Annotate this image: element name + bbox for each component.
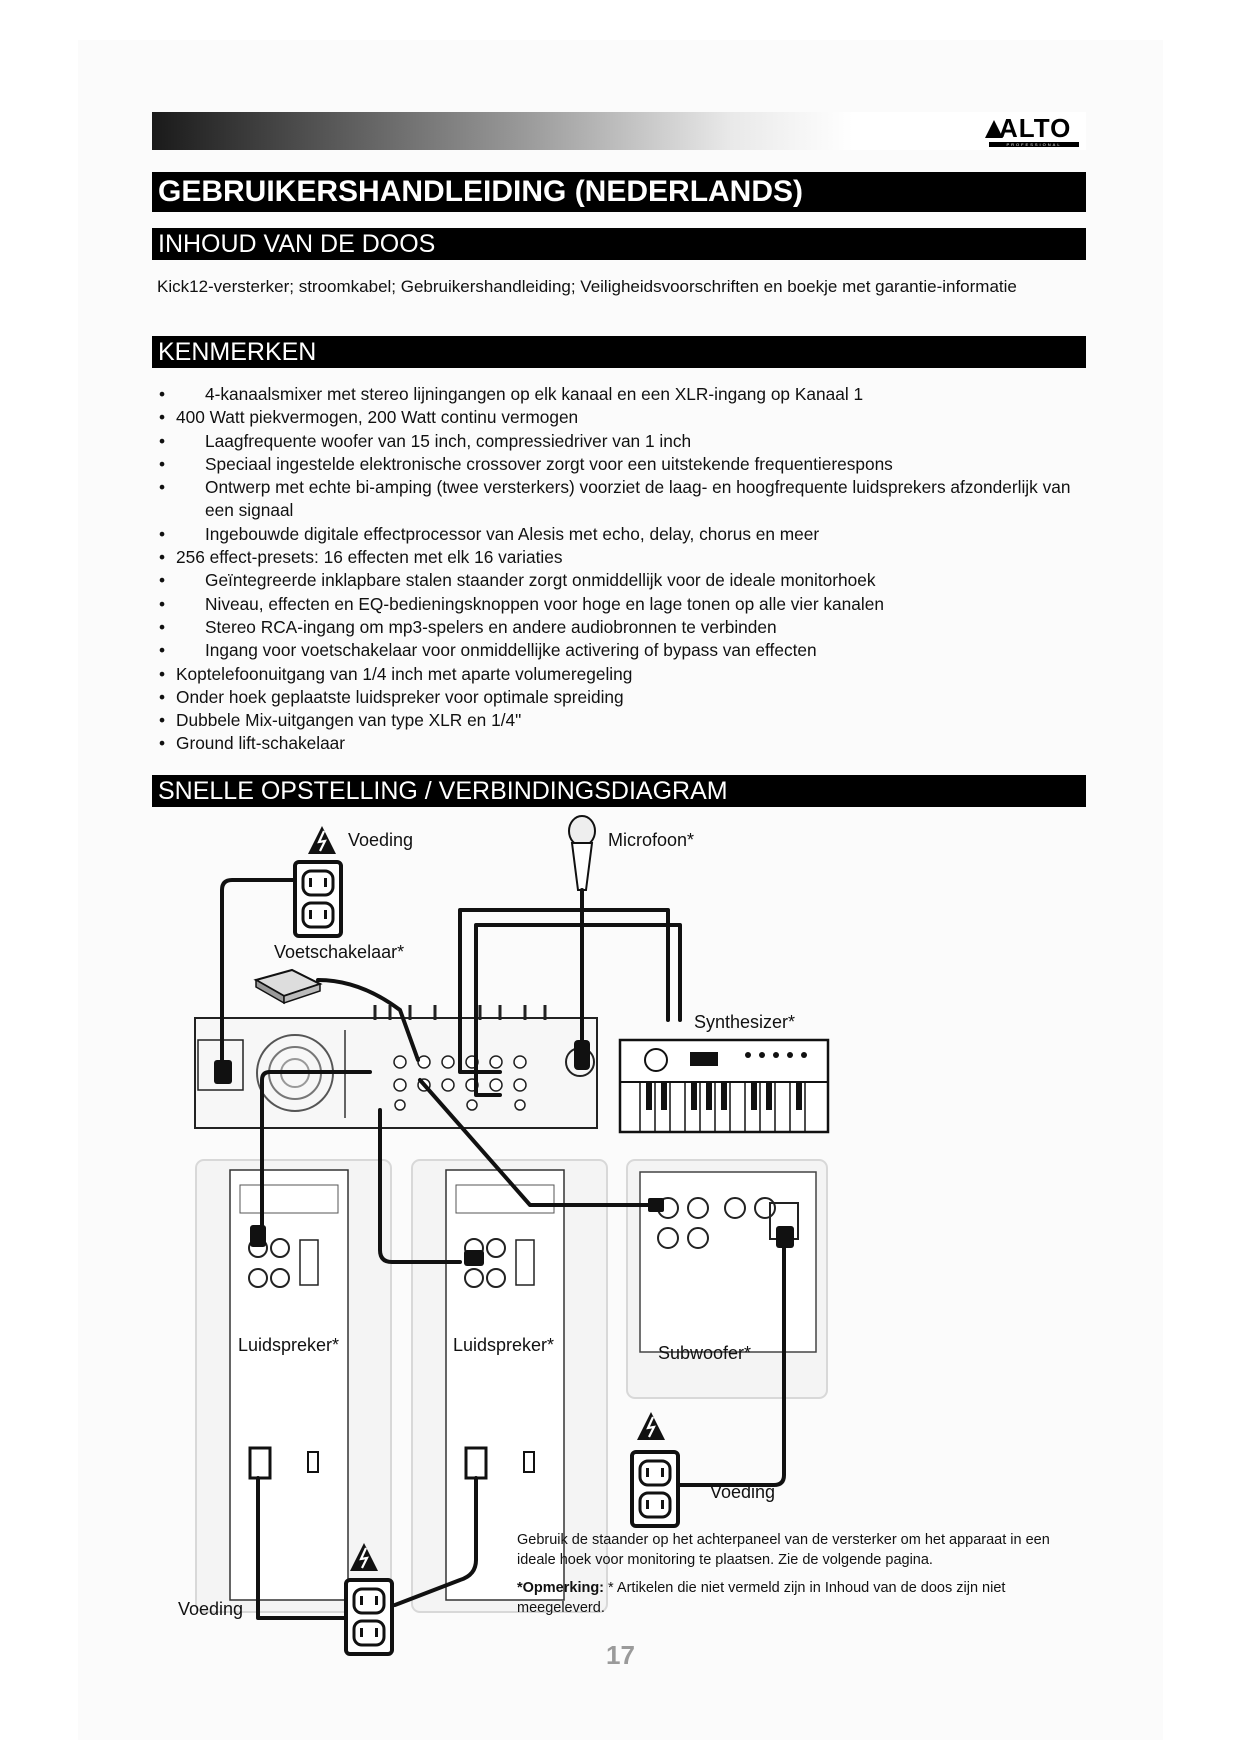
remark-label: *Opmerking: [517,1580,605,1596]
section-heading-contents: INHOUD VAN DE DOOS [152,228,1086,260]
list-item: Laagfrequente woofer van 15 inch, compre… [157,430,1083,454]
setup-note: Gebruik de staander op het achterpaneel … [517,1530,1083,1626]
page-number: 17 [606,1640,635,1670]
box-contents-text: Kick12-versterker; stroomkabel; Gebruike… [157,277,1017,296]
section-heading-diagram: SNELLE OPSTELLING / VERBINDINGSDIAGRAM [152,775,1086,807]
alto-logo: ALTO PROFESSIONAL [985,113,1083,148]
power-outlet-icon [293,860,343,938]
label-voetschakelaar: Voetschakelaar* [274,942,405,962]
label-voeding-right: Voeding [710,1482,776,1502]
list-item: 256 effect-presets: 16 effecten met elk … [157,546,1083,570]
logo-text: ALTO [999,113,1072,143]
remark: *Opmerking: * Artikelen die niet vermeld… [517,1578,1083,1618]
label-luidspreker-mid: Luidspreker* [453,1335,555,1355]
list-item: Speciaal ingestelde elektronische crosso… [157,453,1083,477]
list-item: Ground lift-schakelaar [157,732,1083,756]
list-item: Niveau, effecten en EQ-bedieningsknoppen… [157,593,1083,617]
microphone-icon [568,815,596,891]
list-item: 400 Watt piekvermogen, 200 Watt continu … [157,406,1083,430]
section-heading-features: KENMERKEN [152,336,1086,368]
features-list: 4-kanaalsmixer met stereo lijningangen o… [157,383,1083,756]
note-text: Gebruik de staander op het achterpaneel … [517,1532,1050,1568]
remark-text: * Artikelen die niet vermeld zijn in Inh… [517,1580,1006,1616]
list-item: Onder hoek geplaatste luidspreker voor o… [157,686,1083,710]
logo-triangle-icon [985,120,1003,138]
label-subwoofer: Subwoofer* [658,1343,752,1363]
list-item: Ingang voor voetschakelaar voor onmiddel… [157,639,1083,663]
mixer-panel [194,1017,598,1129]
list-item: Dubbele Mix-uitgangen van type XLR en 1/… [157,709,1083,733]
list-item: Stereo RCA-ingang om mp3-spelers en ande… [157,616,1083,640]
power-outlet-icon [630,1450,680,1528]
list-item: 4-kanaalsmixer met stereo lijningangen o… [157,383,1083,407]
list-item: Ontwerp met echte bi-amping (twee verste… [157,476,1083,523]
list-item: Geïntegreerde inklapbare stalen staander… [157,569,1083,593]
logo-subtext-bar: PROFESSIONAL [989,142,1079,147]
footswitch-icon [253,968,323,1005]
label-synthesizer: Synthesizer* [694,1012,796,1032]
label-microfoon: Microfoon* [608,830,695,850]
list-item: Ingebouwde digitale effectprocessor van … [157,523,1083,547]
warning-icon [635,1410,667,1442]
label-voeding-top: Voeding [348,830,414,850]
warning-icon [306,824,338,856]
list-item: Koptelefoonuitgang van 1/4 inch met apar… [157,663,1083,687]
page-title: GEBRUIKERSHANDLEIDING (NEDERLANDS) [152,172,1086,212]
label-luidspreker-left: Luidspreker* [238,1335,340,1355]
label-voeding-bottom: Voeding [178,1599,244,1619]
header-gradient-bar [152,112,1086,150]
logo-subtext: PROFESSIONAL [1006,142,1062,147]
